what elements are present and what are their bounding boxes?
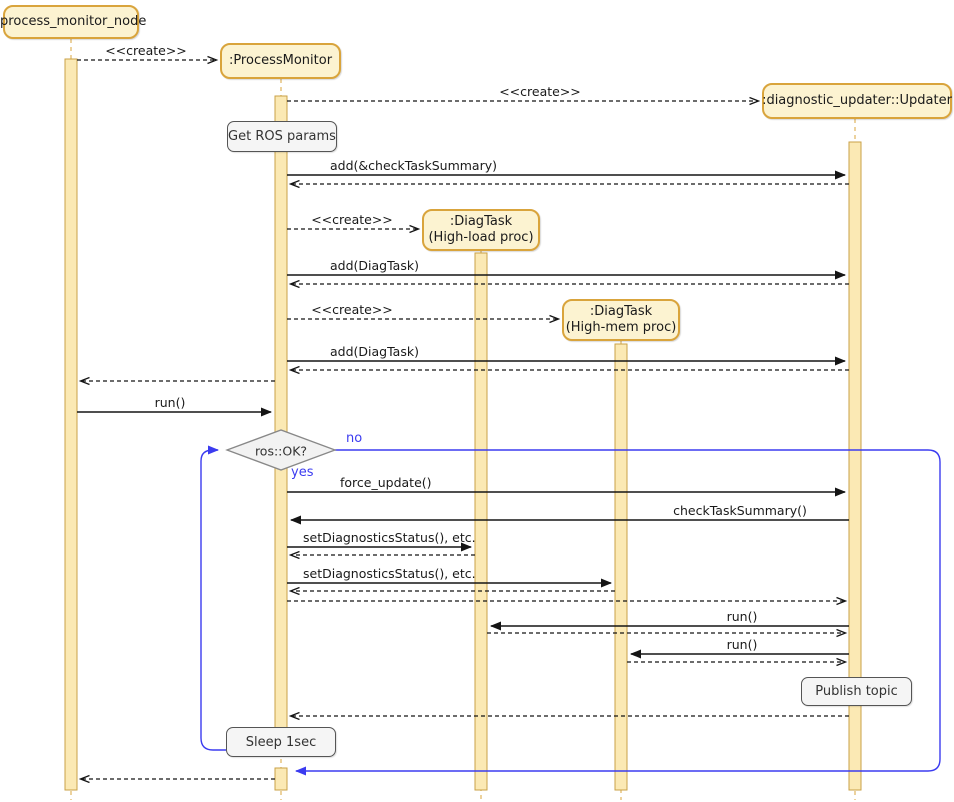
activation-bar — [274, 95, 288, 746]
loop-exit-path — [295, 449, 941, 776]
activation-bar — [274, 767, 288, 791]
activation-bar — [848, 141, 862, 791]
activation-bar — [614, 343, 628, 791]
decision-diamond — [225, 429, 337, 471]
activation-bar — [474, 252, 488, 791]
activation-bar — [64, 58, 78, 791]
loop-back-path — [200, 445, 226, 751]
